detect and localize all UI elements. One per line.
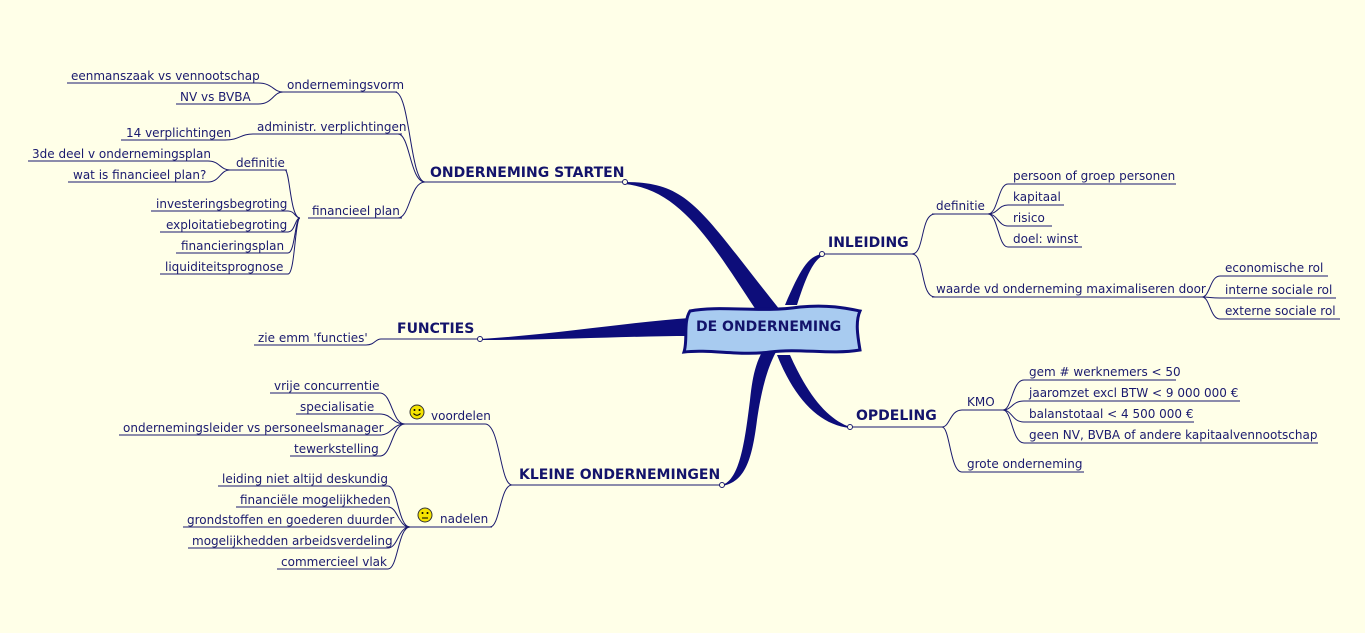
item-wat-is-financieel-plan[interactable]: wat is financieel plan? (73, 168, 207, 182)
happy-smiley-icon (409, 404, 425, 420)
item-commercieel-vlak[interactable]: commercieel vlak (281, 555, 387, 569)
item-leiding-niet-deskundig[interactable]: leiding niet altijd deskundig (222, 472, 388, 486)
subtopic-definitie-financieel[interactable]: definitie (236, 156, 285, 170)
item-grondstoffen-duurder[interactable]: grondstoffen en goederen duurder (187, 513, 395, 527)
item-arbeidsverdeling[interactable]: mogelijkhedden arbeidsverdeling (192, 534, 393, 548)
neutral-smiley-icon (417, 507, 433, 523)
item-gem-werknemers[interactable]: gem # werknemers < 50 (1029, 365, 1181, 379)
central-topic[interactable]: DE ONDERNEMING (696, 319, 842, 335)
branch-starten (625, 182, 780, 310)
branch-kleine (722, 352, 776, 486)
item-liquiditeitsprognose[interactable]: liquiditeitsprognose (165, 260, 284, 274)
topic-opdeling[interactable]: OPDELING (856, 408, 937, 424)
item-interne-sociale-rol[interactable]: interne sociale rol (1225, 283, 1333, 297)
item-externe-sociale-rol[interactable]: externe sociale rol (1225, 304, 1336, 318)
subtopic-ondernemingsvorm[interactable]: ondernemingsvorm (287, 78, 405, 92)
branch-opdeling (777, 355, 850, 428)
subtopic-voordelen[interactable]: voordelen (431, 409, 491, 423)
item-financiele-mogelijkheden[interactable]: financiële mogelijkheden (240, 493, 391, 507)
item-geen-nv-bvba[interactable]: geen NV, BVBA of andere kapitaalvennoots… (1029, 428, 1318, 442)
subtopic-definitie-inleiding[interactable]: definitie (936, 199, 985, 213)
item-specialisatie[interactable]: specialisatie (300, 400, 375, 414)
item-risico[interactable]: risico (1013, 211, 1045, 225)
branch-inleiding (785, 254, 822, 305)
item-vrije-concurrentie[interactable]: vrije concurrentie (274, 379, 380, 393)
item-jaaromzet[interactable]: jaaromzet excl BTW < 9 000 000 € (1029, 386, 1239, 400)
item-nv-vs-bvba[interactable]: NV vs BVBA (180, 90, 251, 104)
item-eenmanszaak[interactable]: eenmanszaak vs vennootschap (71, 69, 260, 83)
item-kapitaal[interactable]: kapitaal (1013, 190, 1061, 204)
item-ondernemingsleider[interactable]: ondernemingsleider vs personeelsmanager (123, 421, 384, 435)
item-economische-rol[interactable]: economische rol (1225, 261, 1324, 275)
item-financieringsplan[interactable]: financieringsplan (181, 239, 285, 253)
subtopic-kmo[interactable]: KMO (967, 395, 995, 409)
subtopic-grote-onderneming[interactable]: grote onderneming (967, 457, 1083, 471)
item-3de-deel[interactable]: 3de deel v ondernemingsplan (32, 147, 211, 161)
topic-onderneming-starten[interactable]: ONDERNEMING STARTEN (430, 165, 625, 181)
item-balanstotaal[interactable]: balanstotaal < 4 500 000 € (1029, 407, 1194, 421)
item-doel-winst[interactable]: doel: winst (1013, 232, 1079, 246)
item-exploitatiebegroting[interactable]: exploitatiebegroting (166, 218, 288, 232)
subtopic-nadelen[interactable]: nadelen (440, 512, 489, 526)
subtopic-administr-verplichtingen[interactable]: administr. verplichtingen (257, 120, 407, 134)
item-persoon-of-groep[interactable]: persoon of groep personen (1013, 169, 1176, 183)
item-zie-emm-functies[interactable]: zie emm 'functies' (258, 331, 368, 345)
subtopic-waarde-maximaliseren[interactable]: waarde vd onderneming maximaliseren door (936, 282, 1206, 296)
item-tewerkstelling[interactable]: tewerkstelling (294, 442, 379, 456)
topic-inleiding[interactable]: INLEIDING (828, 235, 909, 251)
topic-kleine-ondernemingen[interactable]: KLEINE ONDERNEMINGEN (519, 467, 721, 483)
topic-functies[interactable]: FUNCTIES (397, 321, 475, 337)
subtopic-financieel-plan[interactable]: financieel plan (312, 204, 400, 218)
branch-functies (480, 318, 690, 340)
item-investeringsbegroting[interactable]: investeringsbegroting (156, 197, 288, 211)
center-bubble-shape (681, 304, 863, 355)
item-14-verplichtingen[interactable]: 14 verplichtingen (126, 126, 232, 140)
